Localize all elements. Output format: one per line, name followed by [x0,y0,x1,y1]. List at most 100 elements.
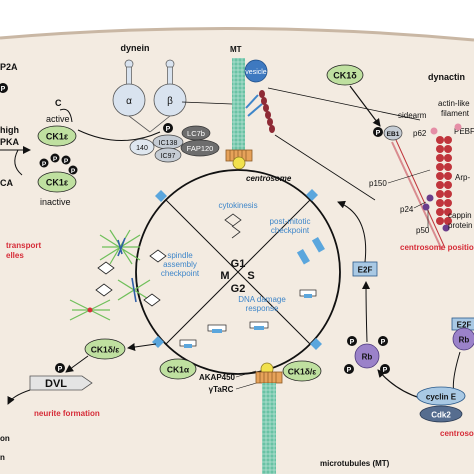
chromosome-icons-left [95,249,167,307]
high-label: high [0,125,19,135]
svg-text:CK1ε: CK1ε [46,178,69,188]
postmitotic-label-2: checkpoint [271,226,310,235]
ck1d-top-node: CK1δ [326,64,364,86]
cell-cycle-ring [135,169,341,375]
svg-text:CK1α: CK1α [167,365,190,375]
dynactin-mini-filament [259,90,275,133]
svg-text:IC138: IC138 [159,140,178,147]
svg-text:vesicle: vesicle [245,69,267,76]
subunit-ic97: IC97 [154,147,182,163]
eb1-node: EB1 [383,125,403,141]
cytokinesis-icon [224,213,242,239]
svg-text:CK1ε: CK1ε [46,132,69,142]
spindle-label-2: assembly [163,260,197,269]
cyclin-e-node: cyclin E [416,386,466,406]
svg-text:CK1δ/ε: CK1δ/ε [91,345,120,355]
line-p24 [413,201,427,209]
subunit-ic138: IC138 [152,134,184,150]
dynactin-filament [391,123,462,251]
dynein-label: dynein [120,43,149,53]
arrow-ck1e-to-dynein [77,129,161,141]
dvl-node: DVL [29,375,93,391]
svg-text:P: P [1,86,6,93]
capping-label-1: cappin [448,211,472,220]
arp-label: Arp- [455,173,470,182]
phase-g1: G1 [231,258,246,270]
svg-text:E2F: E2F [358,266,373,275]
p150-label: p150 [369,179,387,188]
svg-text:P: P [71,168,76,175]
n-label: n [0,453,5,462]
ck1de-node: CK1δ/ε [84,338,126,360]
svg-text:LC7b: LC7b [187,129,205,138]
capping-label-2: protein [448,221,472,230]
svg-text:β: β [167,96,173,107]
svg-text:cyclin E: cyclin E [426,393,457,402]
subunit-140: 140 [129,138,155,156]
dynactin-label: dynactin [428,72,465,82]
rb-center-node: Rb [354,343,380,369]
arrow-ck1d-to-eb1 [349,85,381,127]
arrow-e2f-to-cycle [337,200,367,263]
svg-text:P: P [383,367,388,374]
svg-text:P: P [381,339,386,346]
ytarc-label: γTaRC [209,385,234,394]
dna-replication-icons [179,236,325,348]
cycle-cross-lines [165,199,311,345]
neurite-label: neurite formation [34,409,100,418]
line-vesicle-to-dynactin [267,87,421,121]
cycle-markers [152,189,322,350]
pka-label: PKA [0,137,20,147]
phospho-dvl: P [55,363,65,373]
svg-text:E2F: E2F [457,321,472,330]
pebp-label: PEBF [454,127,474,136]
svg-text:CK1δ/ε: CK1δ/ε [288,367,317,377]
arrow-rb-to-e2f [362,281,371,343]
ck1e-active-node: CK1ε [37,125,77,147]
subunit-lc7b: LC7b [181,125,211,141]
dna-damage-label-1: DNA damage [238,295,286,304]
svg-text:Cdk2: Cdk2 [431,411,451,420]
line-akap450 [235,370,257,378]
phase-g2: G2 [231,283,246,295]
svg-text:α: α [126,96,132,107]
arrow-cyclin-to-rb [377,369,421,399]
svg-text:Rb: Rb [459,336,470,345]
ck1e-inactive-node: CK1ε [37,171,77,193]
p2a-label: P2A [0,62,18,72]
arrow-ck1de-to-dvl [65,355,89,373]
phospho-dynein: P [163,123,173,133]
spindle-label-1: spindle [167,251,193,260]
centrosome-label: centrosome [246,174,292,183]
centrosome-top [225,149,253,170]
svg-text:P: P [42,161,47,168]
arrow-inactive-to-active [14,149,23,176]
ck1de-bottom-node: CK1δ/ε [282,360,322,382]
phase-m: M [220,270,229,282]
phase-s: S [247,270,254,282]
mini-motor-arms [245,94,263,117]
transport-label-2: elles [6,251,24,260]
actin-label-2: filament [441,109,470,118]
transport-label-1: transport [6,241,41,250]
phospho-marker: P [0,83,8,93]
arrow-ck1e-active [59,108,73,123]
svg-text:P: P [350,339,355,346]
p50-label: p50 [416,226,430,235]
line-dynein-to-mt [181,101,233,105]
microtubule-top [232,58,245,150]
cytokinesis-label: cytokinesis [218,201,257,210]
microtubule-bottom [262,383,276,474]
svg-text:DVL: DVL [45,378,67,390]
arrow-dvl-to-neurite [7,389,31,405]
line-p150 [387,169,431,184]
arrow-cycle-to-ck1de [127,343,157,351]
c-label: C [55,98,62,108]
mitotic-spindle-icon [69,229,151,321]
cell-membrane [0,26,474,42]
actin-label-1: actin-like [438,99,470,108]
rb-right-node: Rb [452,327,474,351]
ck1a-node: CK1α [159,358,197,380]
active-label: active [46,114,70,124]
